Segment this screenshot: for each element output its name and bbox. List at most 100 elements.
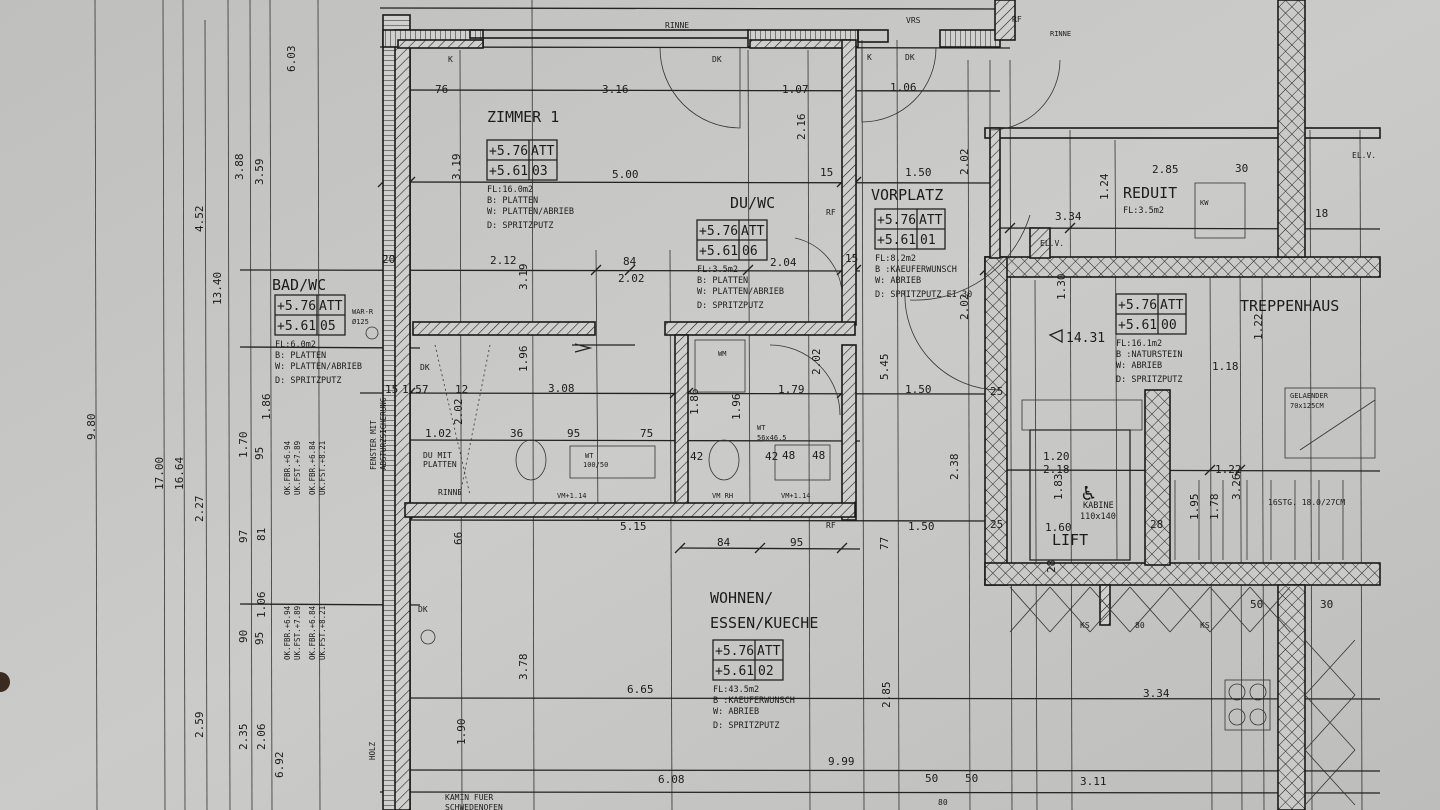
dimension-line [1009, 59, 1013, 810]
dimension-label: 75 [640, 427, 653, 440]
label-level: 14.31 [1066, 331, 1105, 346]
room-ceiling: D: SPRITZPUTZ [697, 301, 764, 311]
label-elv1: EL.V. [1040, 239, 1064, 248]
room-ceiling: D: SPRITZPUTZ EI 30 [875, 290, 972, 300]
room-ceiling: D: SPRITZPUTZ [713, 721, 780, 731]
dimension-label: 2.16 [795, 114, 808, 141]
elevation-top: +5.76 [699, 224, 738, 239]
dimension-tick [754, 542, 766, 554]
dimension-label: 13.40 [211, 272, 224, 305]
dimension-label: 1.06 [255, 592, 268, 619]
label-du1: DU MIT [423, 451, 452, 460]
dimension-line [1114, 139, 1118, 561]
dimension-label: 3.59 [253, 159, 266, 186]
label-ok2a: OK.FBR.+6.84 [308, 440, 317, 495]
dimension-line [379, 46, 1011, 49]
dimension-lines [94, 0, 1381, 810]
label-ok4a: OK.FBR.+6.84 [308, 605, 317, 660]
railing-box [1284, 387, 1376, 459]
wall [984, 256, 1381, 278]
label-b80b: 80 [938, 798, 948, 807]
level-marker-icon [1048, 329, 1063, 344]
dimension-label: 2.27 [193, 496, 206, 523]
wall [989, 127, 1001, 259]
elevation-bottom: +5.61 [699, 244, 738, 259]
shower-slope [434, 344, 491, 496]
dimension-line [227, 0, 231, 810]
dimension-label: 9.99 [828, 755, 855, 768]
dimension-label: 1.83 [1052, 474, 1065, 501]
label-wt2: WT [757, 424, 766, 432]
wall [939, 29, 1001, 48]
dimension-label: 2.35 [237, 724, 250, 751]
dimension-label: 30 [1235, 162, 1248, 175]
dimension-label: 9.80 [85, 414, 98, 441]
dimension-line [269, 0, 273, 810]
dimension-label: 50 [1250, 598, 1263, 611]
label-dk3: DK [420, 363, 430, 372]
label-war2: Ø125 [352, 318, 369, 326]
label-wt2_size: 56x46.5 [757, 434, 787, 442]
dimension-label: 48 [782, 449, 795, 462]
label-rinne2: RINNE [1050, 30, 1071, 38]
punch-hole [0, 672, 10, 692]
dimension-label: 2.85 [880, 682, 893, 709]
reduit-area: FL:3.5m2 [1123, 206, 1164, 216]
room-number: 00 [1161, 318, 1177, 333]
dimension-label: 3.88 [233, 154, 246, 181]
dimension-label: 1.79 [778, 383, 805, 396]
wall [394, 29, 411, 810]
elevation-bottom: +5.61 [1118, 318, 1157, 333]
dimension-label: 95 [567, 427, 580, 440]
dimension-label: 5.00 [612, 168, 639, 181]
dimension-label: 3.19 [450, 154, 463, 181]
room-floor: B: PLATTEN [697, 276, 748, 286]
lift-cabin-label: KABINE [1083, 501, 1114, 511]
toilet [515, 439, 547, 481]
room-name: BAD/WC [272, 276, 326, 294]
dimension-tick [1004, 222, 1016, 234]
elevation-top: +5.76 [1118, 298, 1157, 313]
burner [1228, 683, 1246, 701]
cabinet-cross [1009, 586, 1051, 633]
dimension-tick [836, 542, 848, 554]
label-rinne1: RINNE [665, 21, 689, 30]
dimension-label: 2.02 [618, 272, 645, 285]
label-vm3: VM+1.14 [781, 492, 811, 500]
label-wm: WM [718, 350, 726, 358]
cabinet-cross [1169, 586, 1211, 633]
dimension-line [204, 19, 208, 810]
cabinet-cross [1049, 586, 1091, 633]
dimension-line [459, 49, 463, 810]
elevation-top: +5.76 [877, 213, 916, 228]
room-area: FL:16.1m2 [1116, 339, 1162, 349]
room-wall: W: PLATTEN/ABRIEB [275, 362, 362, 372]
dimension-label: 42 [690, 450, 703, 463]
dimension-label: 5.45 [878, 354, 891, 381]
label-rf2: RF [826, 208, 836, 217]
label-ok1a: OK.FBR.+6.94 [283, 440, 292, 495]
dimension-line [389, 697, 1381, 700]
dimension-label: 1.06 [890, 81, 917, 94]
washing-machine [694, 339, 746, 393]
dimension-label: 1.96 [517, 346, 530, 373]
dimension-label: 90 [237, 630, 250, 643]
dimension-label: 16.64 [173, 457, 186, 490]
room-area: FL:8.2m2 [875, 254, 916, 264]
dimension-line [389, 181, 991, 184]
cabinet-cross [1089, 586, 1131, 633]
wall [674, 334, 689, 506]
wall [1144, 389, 1171, 566]
dimension-label: 15 [820, 166, 833, 179]
dimension-label: 1.50 [905, 166, 932, 179]
wall [664, 321, 856, 336]
wall [984, 127, 1381, 139]
burner [1249, 683, 1267, 701]
dimension-line [861, 39, 865, 810]
label-war1: WAR-R [352, 308, 374, 316]
label-gel1: GELAENDER [1290, 392, 1329, 400]
